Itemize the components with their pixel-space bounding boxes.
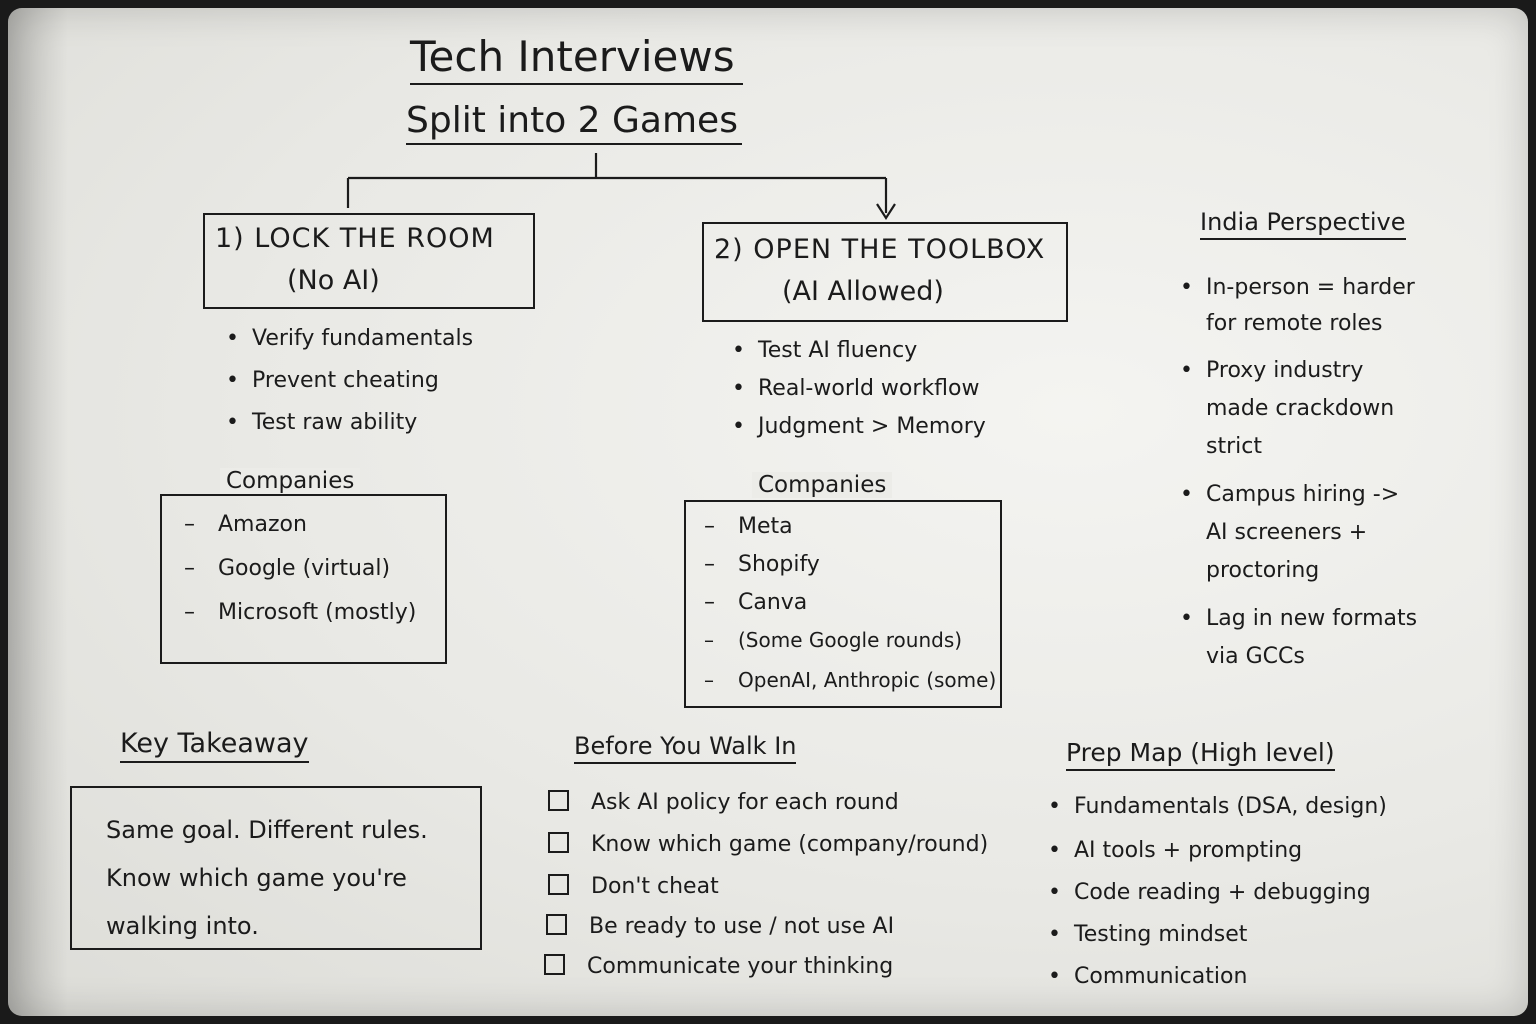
game1-companies-box [160, 494, 447, 664]
game2-bullet: Real-world workflow [732, 376, 979, 401]
checkbox-icon [544, 954, 565, 975]
checklist-item: Be ready to use / not use AI [546, 914, 894, 939]
india-item: In-person = harder for remote roles [1180, 270, 1415, 342]
prep-item: Testing mindset [1048, 922, 1247, 947]
game2-box: 2) OPEN THE TOOLBOX (AI Allowed) [702, 222, 1068, 322]
game1-bullet: Verify fundamentals [226, 326, 473, 351]
game2-subtitle: (AI Allowed) [782, 276, 944, 307]
checklist-item: Communicate your thinking [544, 954, 893, 979]
india-line: Campus hiring -> [1180, 476, 1399, 514]
game1-company: Microsoft (mostly) [184, 600, 416, 625]
game2-companies-label: Companies [752, 472, 893, 498]
india-line: for remote roles [1206, 311, 1383, 336]
india-title: India Perspective [1200, 208, 1406, 240]
india-item: Proxy industry made crackdown strict [1180, 352, 1394, 466]
prep-title: Prep Map (High level) [1066, 738, 1335, 771]
checklist-title: Before You Walk In [574, 732, 797, 764]
prep-item: Code reading + debugging [1048, 880, 1371, 905]
game1-companies-label: Companies [220, 468, 361, 494]
game2-bullet: Judgment > Memory [732, 414, 986, 439]
game2-company: (Some Google rounds) [704, 628, 962, 652]
checkbox-icon [548, 874, 569, 895]
india-line: strict [1206, 434, 1262, 459]
takeaway-box: Same goal. Different rules. Know which g… [70, 786, 482, 950]
prep-item: Fundamentals (DSA, design) [1048, 794, 1387, 819]
india-line: Proxy industry [1180, 352, 1394, 390]
game2-companies-box [684, 500, 1002, 708]
game2-bullet: Test AI fluency [732, 338, 917, 363]
game2-title: 2) OPEN THE TOOLBOX [714, 234, 1046, 265]
game1-company: Google (virtual) [184, 556, 390, 581]
takeaway-line: Same goal. Different rules. [106, 816, 428, 844]
tree-connector [346, 153, 896, 221]
checkbox-icon [546, 914, 567, 935]
game2-company: Meta [704, 514, 793, 539]
india-item: Campus hiring -> AI screeners + proctori… [1180, 476, 1399, 590]
takeaway-text: Same goal. Different rules. Know which g… [106, 806, 428, 950]
india-line: Lag in new formats [1180, 600, 1417, 638]
india-line: AI screeners + [1206, 520, 1368, 545]
game1-box: 1) LOCK THE ROOM (No AI) [203, 213, 535, 309]
game1-company: Amazon [184, 512, 307, 537]
game2-company: OpenAI, Anthropic (some) [704, 668, 996, 692]
india-item: Lag in new formats via GCCs [1180, 600, 1417, 676]
game1-bullet: Prevent cheating [226, 368, 439, 393]
takeaway-title: Key Takeaway [120, 728, 309, 763]
checklist-item: Know which game (company/round) [548, 832, 988, 857]
takeaway-line: Know which game you're [106, 864, 407, 892]
prep-item: Communication [1048, 964, 1247, 989]
board-glare [8, 8, 68, 1016]
game1-bullet: Test raw ability [226, 410, 417, 435]
game1-title: 1) LOCK THE ROOM [215, 223, 495, 254]
whiteboard: Tech Interviews Split into 2 Games 1) LO… [8, 8, 1528, 1016]
takeaway-line: walking into. [106, 912, 259, 940]
page-subtitle: Split into 2 Games [406, 100, 742, 145]
game2-company: Shopify [704, 552, 820, 577]
india-line: made crackdown [1206, 396, 1395, 421]
game2-company: Canva [704, 590, 807, 615]
checklist-item: Ask AI policy for each round [548, 790, 899, 815]
game1-subtitle: (No AI) [287, 265, 380, 296]
india-line: In-person = harder [1180, 270, 1415, 306]
prep-item: AI tools + prompting [1048, 838, 1302, 863]
checklist-item: Don't cheat [548, 874, 719, 899]
checkbox-icon [548, 790, 569, 811]
page-title: Tech Interviews [410, 32, 743, 85]
india-line: via GCCs [1206, 644, 1305, 669]
checkbox-icon [548, 832, 569, 853]
india-line: proctoring [1206, 558, 1320, 583]
